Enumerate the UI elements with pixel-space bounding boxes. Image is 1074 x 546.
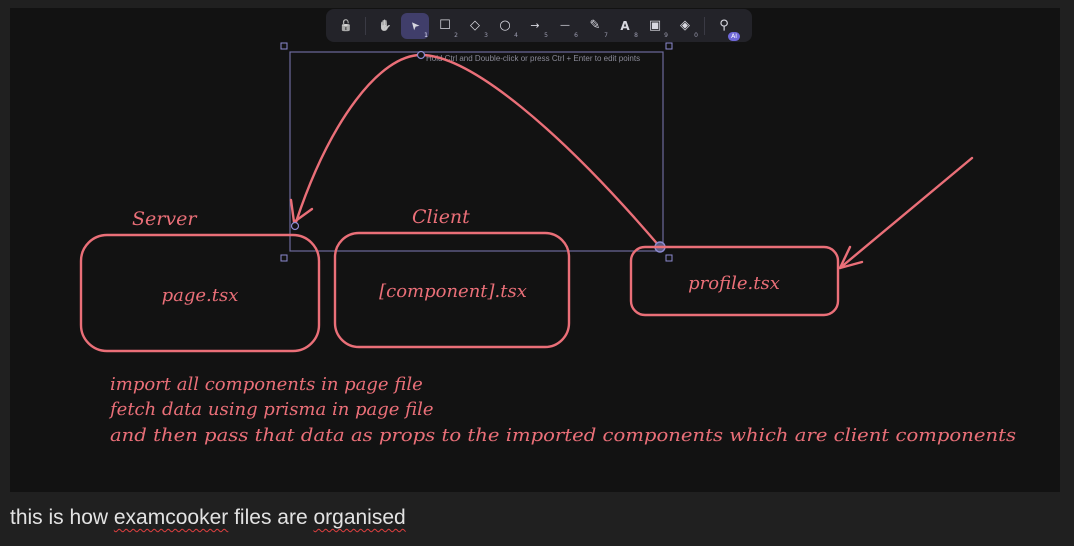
component-box[interactable] [333,231,571,349]
line-icon[interactable]: —6 [560,20,578,39]
edit-points-hint: Hold Ctrl and Double-click or press Ctrl… [426,54,640,63]
curved-arrow-head [289,198,314,224]
diamond-icon[interactable]: ◇3 [470,18,488,39]
selection-handle[interactable] [665,42,673,50]
shortcut-key: 0 [694,31,698,39]
arrow-point-handle[interactable] [290,221,300,231]
straight-arrow-head [838,245,864,270]
shortcut-key: 8 [634,31,638,39]
server-label: Server [132,208,198,230]
message-caption: this is how examcooker files are organis… [10,506,406,530]
ellipse-icon[interactable]: ○4 [499,18,518,39]
page-box[interactable] [79,233,321,353]
shortcut-key: 4 [514,31,518,39]
rectangle-icon[interactable]: ☐2 [439,18,458,39]
image-icon[interactable]: ▣9 [648,18,668,39]
hand-icon[interactable]: ✋ [378,19,392,32]
eraser-icon[interactable]: ◈0 [680,18,698,39]
page-box-label: page.tsx [162,285,239,306]
shortcut-key: 5 [544,31,548,39]
pointer-icon[interactable]: ➤1 [401,12,429,39]
client-label: Client [412,206,470,228]
shortcut-key: 7 [604,31,608,39]
misspelled-word-organised[interactable]: organised [313,506,406,529]
toolbar-divider [365,16,366,35]
shortcut-key: 2 [454,31,458,39]
ai-badge: AI [728,31,740,41]
note-line-1: import all components in page file [110,374,423,395]
selection-handle[interactable] [280,254,288,262]
profile-box-label: profile.tsx [688,273,780,294]
selection-box [289,51,664,252]
note-line-2: fetch data using prisma in page file [108,399,434,420]
curved-arrow[interactable] [294,53,662,249]
shortcut-key: 3 [484,31,488,39]
misspelled-word-examcooker[interactable]: examcooker [113,506,229,529]
selection-handle[interactable] [665,254,673,262]
arrow-icon[interactable]: →5 [530,19,548,39]
shapes-ai-icon[interactable]: ⚲AI [710,13,740,41]
selection-handle[interactable] [280,42,288,50]
shortcut-key: 9 [664,31,668,39]
profile-box[interactable] [629,245,840,317]
arrow-point-handle[interactable] [416,50,426,60]
pencil-icon[interactable]: ✎7 [589,18,608,39]
caption-middle: files are [228,506,314,529]
lock-icon[interactable]: 🔓 [339,19,353,32]
caption-prefix: this is how [10,506,114,529]
note-line-3: and then pass that data as props to the … [110,425,1016,446]
shortcut-key: 6 [574,31,578,39]
whiteboard-canvas[interactable] [10,8,1060,492]
component-box-label: [component].tsx [379,281,527,302]
toolbar-divider [704,16,705,35]
straight-arrow[interactable] [838,156,974,270]
shortcut-key: 1 [424,31,428,39]
